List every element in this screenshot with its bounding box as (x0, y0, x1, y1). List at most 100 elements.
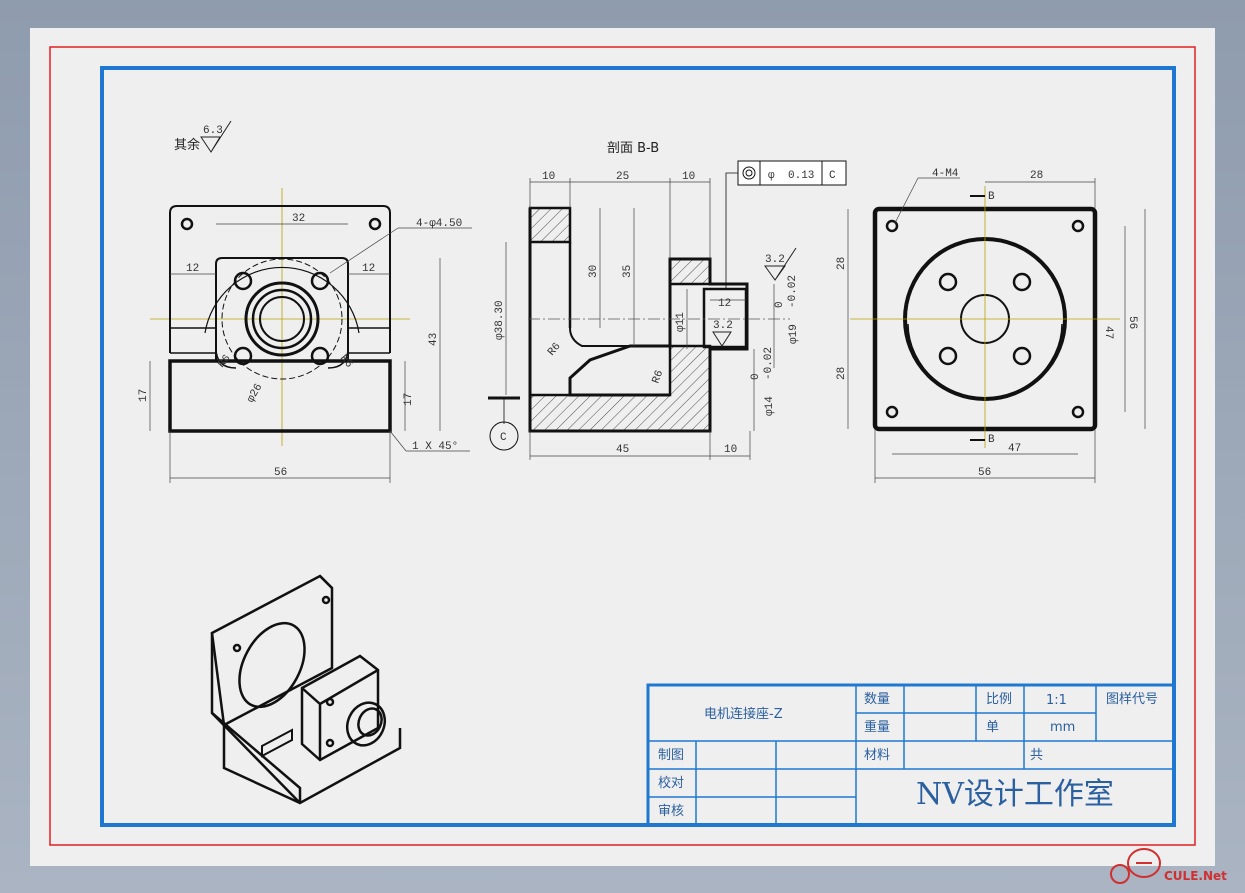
side-corner-hole (885, 405, 899, 419)
datum-marker: C (488, 396, 520, 451)
section-mark: B (988, 191, 995, 203)
title-block-text: 电机连接座-Z 数量 比例 1:1 图样代号 重量 单 mm 制图 材料 共 校… (658, 692, 1158, 819)
iso-base-side (222, 725, 301, 805)
watermark-logo-icon (1127, 848, 1161, 878)
front-bolt-circle (221, 258, 343, 380)
leader-line (894, 177, 919, 224)
section-inner-fillet (569, 327, 630, 347)
section-top-lip (528, 206, 572, 244)
title-block (646, 683, 1176, 827)
front-large-arc (204, 266, 360, 334)
dim-text: 10 (682, 171, 695, 183)
roughness-symbol-icon (712, 331, 732, 347)
total-label: 共 (1030, 748, 1043, 763)
tol-upper: 0 (774, 301, 786, 308)
side-corner-hole (1071, 405, 1085, 419)
approve-label: 审核 (658, 804, 684, 819)
dim-text: 47 (1008, 443, 1021, 455)
front-dim-text: 32 12 12 43 17 17 56 R6 R6 φ26 4-φ4.50 1… (138, 213, 462, 479)
unit-value: mm (1050, 720, 1075, 735)
dim-text: 47 (1102, 326, 1114, 339)
tolerance-diameter-sign: φ (768, 170, 775, 182)
datum-circle (489, 421, 519, 451)
leader-line (329, 227, 399, 274)
tol-diameter: φ14 (764, 396, 776, 416)
section-mark: B (988, 434, 995, 446)
front-bore-outer (244, 281, 320, 357)
concentricity-icon-inner (745, 169, 753, 177)
watermark: CULE.Net (1110, 848, 1227, 884)
front-hole (310, 271, 330, 291)
part-name: 电机连接座-Z (704, 706, 783, 722)
check-label: 校对 (658, 775, 684, 791)
side-dim-text: 28 28 28 47 56 47 56 4-M4 B B (836, 168, 1138, 479)
front-dimensions (149, 223, 472, 483)
dim-text: 30 (588, 265, 600, 278)
dim-text: 28 (836, 367, 848, 380)
drawn-label: 制图 (658, 748, 684, 763)
watermark-text: CULE.Net (1164, 869, 1227, 883)
surface-rest-label: 其余 (174, 137, 200, 153)
tolerance-leader (725, 172, 738, 290)
dim-text: φ26 (245, 382, 265, 405)
tolerance-datum: C (829, 170, 836, 182)
dim-text: 28 (836, 257, 848, 270)
dim-text: R6 (650, 369, 666, 386)
tol-diameter: φ19 (788, 324, 800, 344)
scale-label: 比例 (986, 692, 1012, 707)
iso-hole (325, 738, 335, 748)
tol-lower: -0.02 (763, 347, 775, 380)
drawing-sheet: 其余 6.3 (30, 28, 1215, 866)
dim-text: 56 (1126, 316, 1138, 329)
unit-label: 单 (986, 720, 999, 735)
iso-hole (325, 697, 335, 707)
front-bore-inner (259, 296, 305, 342)
iso-base-front (211, 712, 402, 805)
front-fillets (215, 347, 349, 369)
side-hole (938, 346, 958, 366)
dim-text: 43 (428, 333, 440, 346)
section-view (528, 206, 790, 433)
front-slots (170, 327, 390, 354)
iso-plate-top (319, 575, 333, 589)
surface-finish-note: 其余 6.3 (174, 120, 232, 153)
section-dim-text: 10 25 10 30 35 φ38.30 φ11 12 R6 R6 45 10… (494, 171, 800, 456)
iso-boss-cylinder (345, 701, 387, 747)
tol-upper: 0 (750, 373, 762, 380)
section-bore (702, 287, 748, 349)
dim-text: 10 (724, 444, 737, 456)
front-hole (310, 346, 330, 366)
section-title: 剖面 B-B (607, 141, 659, 156)
engineering-drawing: 其余 6.3 (49, 46, 1196, 846)
front-plate-corners (169, 205, 391, 214)
studio-name: NV设计工作室 (916, 777, 1114, 812)
front-plate-outline (169, 205, 391, 353)
surface-finish-marks: 3.2 3.2 (712, 247, 797, 347)
outer-border (49, 46, 1196, 846)
front-view (150, 188, 410, 446)
thread-callout: 4-M4 (932, 168, 959, 180)
dim-text: 25 (616, 171, 629, 183)
drawing-no-label: 图样代号 (1106, 692, 1158, 707)
section-base-hatch (528, 344, 712, 433)
qty-label: 数量 (864, 692, 890, 707)
iso-plate-bore (238, 621, 306, 709)
dim-text: R6 (546, 341, 564, 359)
dim-text: 56 (274, 467, 287, 479)
surface-side-value: 3.2 (765, 254, 785, 266)
dim-text: φ38.30 (494, 300, 506, 340)
section-boss-hatch (668, 257, 712, 286)
concentricity-icon (742, 166, 756, 180)
title-block-border (646, 683, 1176, 827)
iso-hole (321, 595, 331, 605)
side-hole (1012, 272, 1032, 292)
side-inner-arcs (907, 323, 1063, 389)
surface-bore-value: 3.2 (713, 320, 733, 332)
front-bore-mid (251, 288, 313, 350)
tolerance-value: 0.13 (788, 170, 814, 182)
dim-text: 12 (718, 298, 731, 310)
isometric-view (210, 574, 402, 805)
iso-boss-bore (357, 707, 383, 737)
side-corner-hole (885, 219, 899, 233)
iso-back-plate (210, 574, 334, 727)
